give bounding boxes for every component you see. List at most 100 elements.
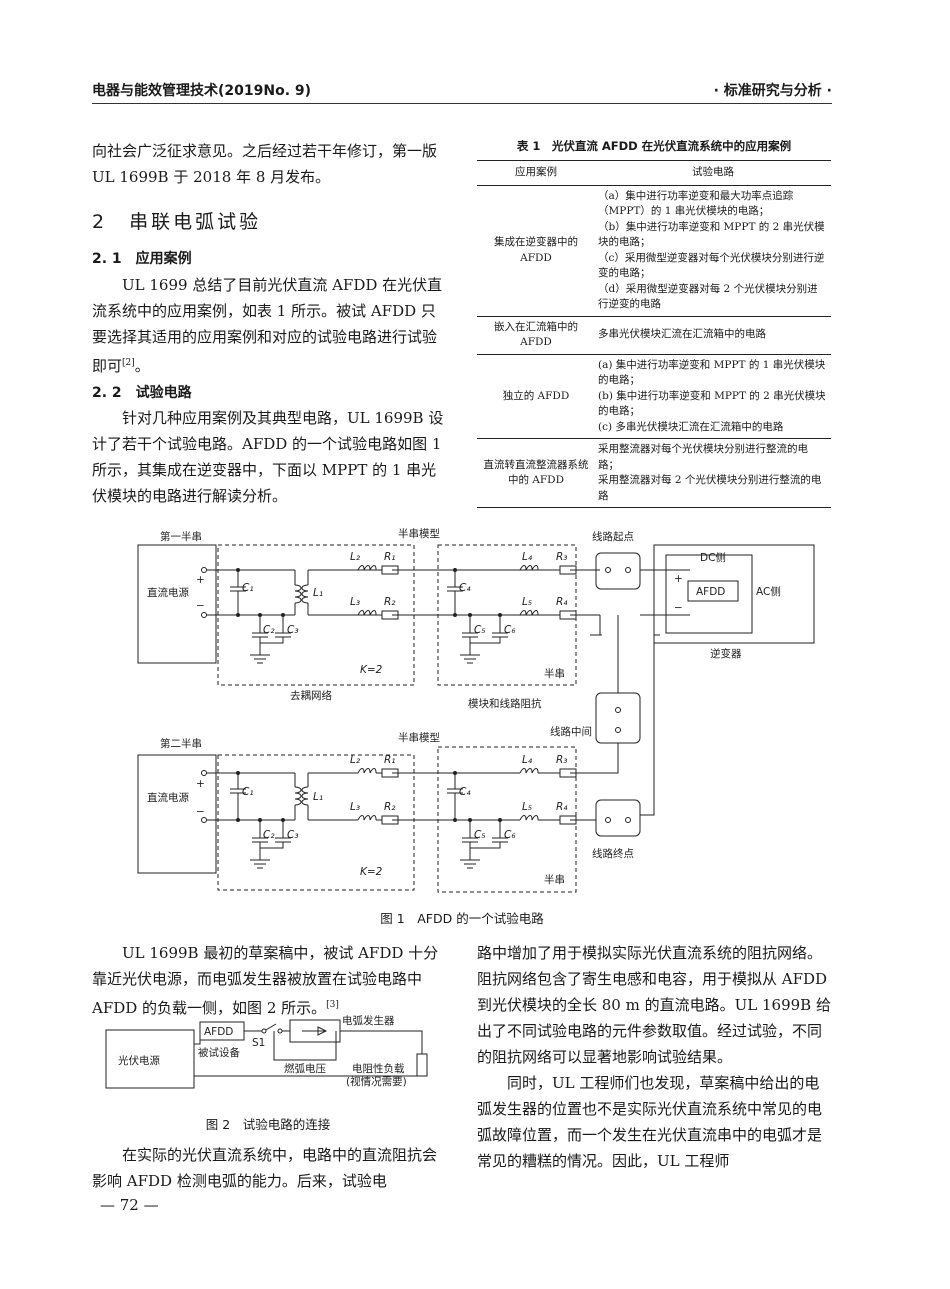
- c4-label: C₄: [459, 786, 471, 798]
- l5-label: L₅: [522, 596, 532, 608]
- table-row: 独立的 AFDD (a) 集中进行功率逆变和 MPPT 的 1 串光伏模块的电路…: [477, 354, 831, 439]
- paragraph: 针对几种应用案例及其典型电路，UL 1699B 设计了若干个试验电路。AFDD …: [92, 409, 444, 505]
- plus-label: +: [196, 574, 205, 586]
- cell-line: （c）采用微型逆变器对每个光伏模块分别进行逆变的电路；: [598, 251, 825, 280]
- column-header: 试验电路: [595, 160, 831, 186]
- left-column-bottom: 针对几种应用案例及其典型电路，UL 1699B 设计了若干个试验电路。AFDD …: [92, 405, 444, 509]
- c3-label: C₃: [287, 829, 299, 841]
- half-string-label: 半串: [544, 667, 565, 680]
- column-header: 应用案例: [477, 160, 595, 186]
- k-label: K=2: [360, 664, 383, 676]
- c6-label: C₆: [504, 829, 516, 841]
- paragraph: 向社会广泛征求意见。之后经过若干年修订，第一版 UL 1699B 于 2018 …: [92, 142, 438, 186]
- c5-label: C₅: [474, 829, 486, 841]
- section-heading-2-1: 2. 1 应用案例: [92, 251, 192, 267]
- table-cell: 嵌入在汇流箱中的 AFDD: [477, 316, 595, 355]
- figure-1-circuit: 第一半串 半串模型 直流电源 + − C₁ C₂ C₃ L₁ L₂ R₁ L₃ …: [137, 527, 815, 893]
- r2-label: R₂: [384, 596, 396, 608]
- r4-label: R₄: [556, 596, 568, 608]
- citation: [3]: [326, 1000, 339, 1010]
- table-cell: 直流转直流整流器系统中的 AFDD: [477, 438, 595, 508]
- paragraph: UL 1699B 最初的草案稿中，被试 AFDD 十分靠近光伏电源，而电弧发生器…: [92, 940, 444, 1021]
- ac-side-label: AC侧: [756, 585, 781, 598]
- first-string-label: 第一半串: [160, 530, 202, 543]
- k-label: K=2: [360, 866, 383, 878]
- l3-label: L₃: [350, 801, 360, 813]
- table-title: 表 1 光伏直流 AFDD 在光伏直流系统中的应用案例: [516, 139, 792, 153]
- r3-label: R₃: [556, 551, 568, 563]
- figure-2-caption: 图 2 试验电路的连接: [205, 1117, 331, 1132]
- minus-label: −: [196, 600, 205, 612]
- cell-line: 采用整流器对每 2 个光伏模块分别进行整流的电路: [598, 474, 822, 502]
- table: 应用案例 试验电路 集成在逆变器中的 AFDD （a）集中进行功率逆变和最大功率…: [477, 160, 831, 508]
- page-number: — 72 —: [100, 1196, 159, 1214]
- c4-label: C₄: [459, 582, 471, 594]
- arc-generator-label: 电弧发生器: [342, 1014, 395, 1027]
- cell-line: （b）集中进行功率逆变和 MPPT 的 2 串光伏模块的电路；: [598, 220, 825, 249]
- dc-source-label: 直流电源: [147, 791, 189, 804]
- line-end-label: 线路终点: [592, 847, 634, 860]
- table-1: 表 1 光伏直流 AFDD 在光伏直流系统中的应用案例 应用案例 试验电路 集成…: [477, 138, 831, 508]
- paragraph: 在实际的光伏直流系统中，电路中的直流阻抗会影响 AFDD 检测电弧的能力。后来，…: [92, 1146, 438, 1190]
- line-mid-label: 线路中间: [550, 725, 592, 738]
- figure-2-connection: 光伏电源 AFDD 被试设备 S1 电弧发生器 燃弧电压 电阻性负载 (视情况需…: [105, 1014, 428, 1089]
- cell-line: （a）集中进行功率逆变和最大功率点追踪（MPPT）的 1 串光伏模块的电路；: [598, 189, 794, 218]
- table-cell: 多串光伏模块汇流在汇流箱中的电路: [595, 316, 831, 355]
- s1-label: S1: [252, 1037, 265, 1049]
- l4-label: L₄: [522, 551, 533, 563]
- c1-label: C₁: [242, 786, 254, 798]
- half-module-label: 半串模型: [398, 527, 440, 540]
- table-row: 集成在逆变器中的 AFDD （a）集中进行功率逆变和最大功率点追踪（MPPT）的…: [477, 185, 831, 317]
- right-column-lower: 路中增加了用于模拟实际光伏直流系统的阻抗网络。阻抗网络包含了寄生电感和电容，用于…: [477, 940, 833, 1174]
- cell-line: (a) 集中进行功率逆变和 MPPT 的 1 串光伏模块的电路；: [598, 358, 826, 387]
- module-line-label: 模块和线路阻抗: [468, 697, 542, 710]
- table-header-row: 应用案例 试验电路: [477, 160, 831, 186]
- table-cell: 独立的 AFDD: [477, 354, 595, 439]
- inverter-label: 逆变器: [710, 647, 742, 660]
- dc-source-box: [137, 544, 217, 664]
- l5-label: L₅: [522, 801, 532, 813]
- table-row: 嵌入在汇流箱中的 AFDD 多串光伏模块汇流在汇流箱中的电路: [477, 316, 831, 355]
- half-string-label: 半串: [544, 873, 565, 886]
- dut-label: 被试设备: [198, 1046, 240, 1059]
- load-note-label: (视情况需要): [346, 1075, 407, 1088]
- inverter-box: [653, 544, 815, 644]
- pv-source-label: 光伏电源: [118, 1054, 160, 1067]
- section-heading-2-2: 2. 2 试验电路: [92, 385, 192, 401]
- afdd-label: AFDD: [696, 586, 725, 598]
- cell-line: 多串光伏模块汇流在汇流箱中的电路: [598, 328, 766, 341]
- cell-line: （d）采用微型逆变器对每 2 个光伏模块分别进行逆变的电路: [598, 282, 818, 311]
- second-string-label: 第二半串: [160, 737, 202, 750]
- left-column-mid: UL 1699 总结了目前光伏直流 AFDD 在光伏直流系统中的应用案例，如表 …: [92, 272, 444, 379]
- c2-label: C₂: [263, 829, 275, 841]
- l2-label: L₂: [350, 754, 361, 766]
- c2-label: C₂: [263, 624, 275, 636]
- cell-line: (b) 集中进行功率逆变和 MPPT 的 2 串光伏模块的电路；: [598, 389, 826, 418]
- section-heading-2: 2 串联电弧试验: [92, 211, 262, 233]
- left-column-top: 向社会广泛征求意见。之后经过若干年修订，第一版 UL 1699B 于 2018 …: [92, 138, 444, 190]
- plus-label: +: [674, 573, 683, 585]
- load-label: 电阻性负载: [352, 1062, 405, 1075]
- r1-label: R₁: [384, 754, 396, 766]
- minus-label: −: [196, 806, 205, 818]
- cell-line: (c) 多串光伏模块汇流在汇流箱中的电路: [598, 420, 784, 433]
- citation: [2]: [122, 358, 135, 368]
- c3-label: C₃: [287, 624, 299, 636]
- decoupling-box-2: [217, 754, 415, 891]
- table-cell: (a) 集中进行功率逆变和 MPPT 的 1 串光伏模块的电路； (b) 集中进…: [595, 354, 831, 439]
- l4-label: L₄: [522, 754, 533, 766]
- r2-label: R₂: [384, 801, 396, 813]
- cell-line: 采用整流器对每个光伏模块分别进行整流的电路；: [598, 443, 808, 471]
- c1-label: C₁: [242, 582, 254, 594]
- paragraph: UL 1699 总结了目前光伏直流 AFDD 在光伏直流系统中的应用案例，如表 …: [92, 272, 444, 379]
- afdd-label: AFDD: [204, 1026, 233, 1038]
- arc-voltage-label: 燃弧电压: [284, 1062, 326, 1075]
- header-rule: [92, 103, 832, 104]
- left-column-end: 在实际的光伏直流系统中，电路中的直流阻抗会影响 AFDD 检测电弧的能力。后来，…: [92, 1142, 444, 1194]
- l3-label: L₃: [350, 596, 360, 608]
- figure-1-caption: 图 1 AFDD 的一个试验电路: [380, 911, 544, 926]
- half-module-label: 半串模型: [398, 731, 440, 744]
- dc-source-label: 直流电源: [147, 586, 189, 599]
- l2-label: L₂: [350, 551, 361, 563]
- r1-label: R₁: [384, 551, 396, 563]
